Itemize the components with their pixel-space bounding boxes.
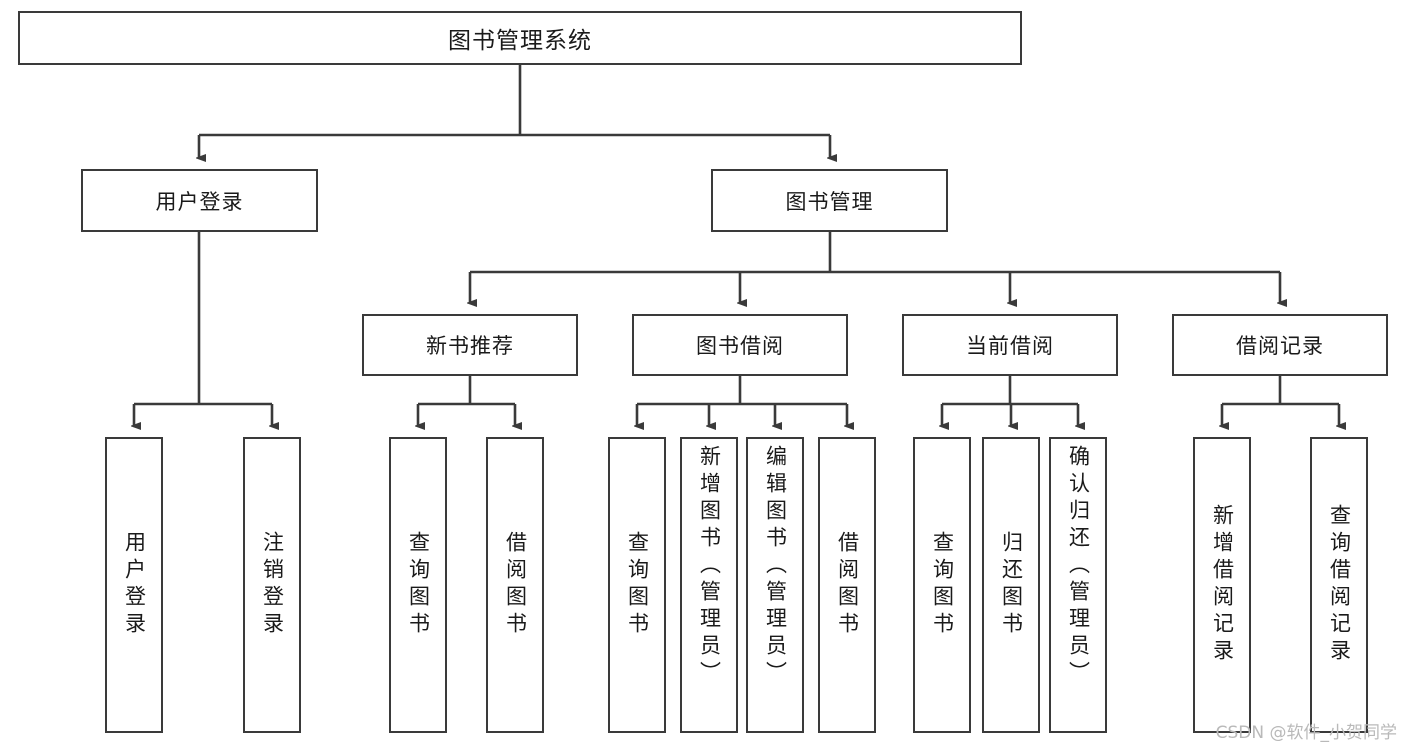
node-label: 用户登录 (122, 531, 147, 639)
node-root-system[interactable]: 图书管理系统 (18, 11, 1022, 65)
leaf-borrow-borrow-book[interactable]: 借阅图书 (818, 437, 876, 733)
node-label: 新书推荐 (426, 334, 514, 358)
node-label: 图书管理系统 (448, 28, 592, 54)
node-label: 查询图书 (930, 531, 955, 639)
leaf-current-confirm-return-admin[interactable]: 确认归还（管理员） (1049, 437, 1107, 733)
node-label: 用户登录 (155, 189, 244, 214)
node-book-borrow[interactable]: 图书借阅 (632, 314, 848, 376)
leaf-user-logout[interactable]: 注销登录 (243, 437, 301, 733)
node-label: 借阅记录 (1236, 334, 1324, 358)
watermark: CSDN @软件_小贺同学 (1215, 723, 1397, 743)
node-label: 图书借阅 (696, 334, 784, 358)
node-label: 归还图书 (999, 531, 1024, 639)
node-label: 查询图书 (625, 531, 650, 639)
node-label: 图书管理 (785, 189, 874, 214)
node-label: 查询借阅记录 (1327, 504, 1352, 666)
leaf-user-login[interactable]: 用户登录 (105, 437, 163, 733)
leaf-current-return-book[interactable]: 归还图书 (982, 437, 1040, 733)
leaf-borrow-edit-book-admin[interactable]: 编辑图书（管理员） (746, 437, 804, 733)
leaf-recommend-borrow-book[interactable]: 借阅图书 (486, 437, 544, 733)
node-label: 编辑图书（管理员） (763, 445, 788, 688)
node-label: 借阅图书 (503, 531, 528, 639)
node-label: 注销登录 (260, 531, 285, 639)
node-label: 当前借阅 (966, 334, 1054, 358)
leaf-record-query-borrow-record[interactable]: 查询借阅记录 (1310, 437, 1368, 733)
node-label: 借阅图书 (835, 531, 860, 639)
node-user-login[interactable]: 用户登录 (81, 169, 318, 232)
leaf-record-add-borrow-record[interactable]: 新增借阅记录 (1193, 437, 1251, 733)
node-borrow-record[interactable]: 借阅记录 (1172, 314, 1388, 376)
node-label: 确认归还（管理员） (1066, 445, 1091, 688)
node-new-book-recommend[interactable]: 新书推荐 (362, 314, 578, 376)
node-label: 新增借阅记录 (1210, 504, 1235, 666)
node-label: 查询图书 (406, 531, 431, 639)
node-book-management[interactable]: 图书管理 (711, 169, 948, 232)
node-current-borrow[interactable]: 当前借阅 (902, 314, 1118, 376)
leaf-current-query-book[interactable]: 查询图书 (913, 437, 971, 733)
leaf-borrow-query-book[interactable]: 查询图书 (608, 437, 666, 733)
node-label: 新增图书（管理员） (697, 445, 722, 688)
leaf-borrow-add-book-admin[interactable]: 新增图书（管理员） (680, 437, 738, 733)
leaf-recommend-query-book[interactable]: 查询图书 (389, 437, 447, 733)
